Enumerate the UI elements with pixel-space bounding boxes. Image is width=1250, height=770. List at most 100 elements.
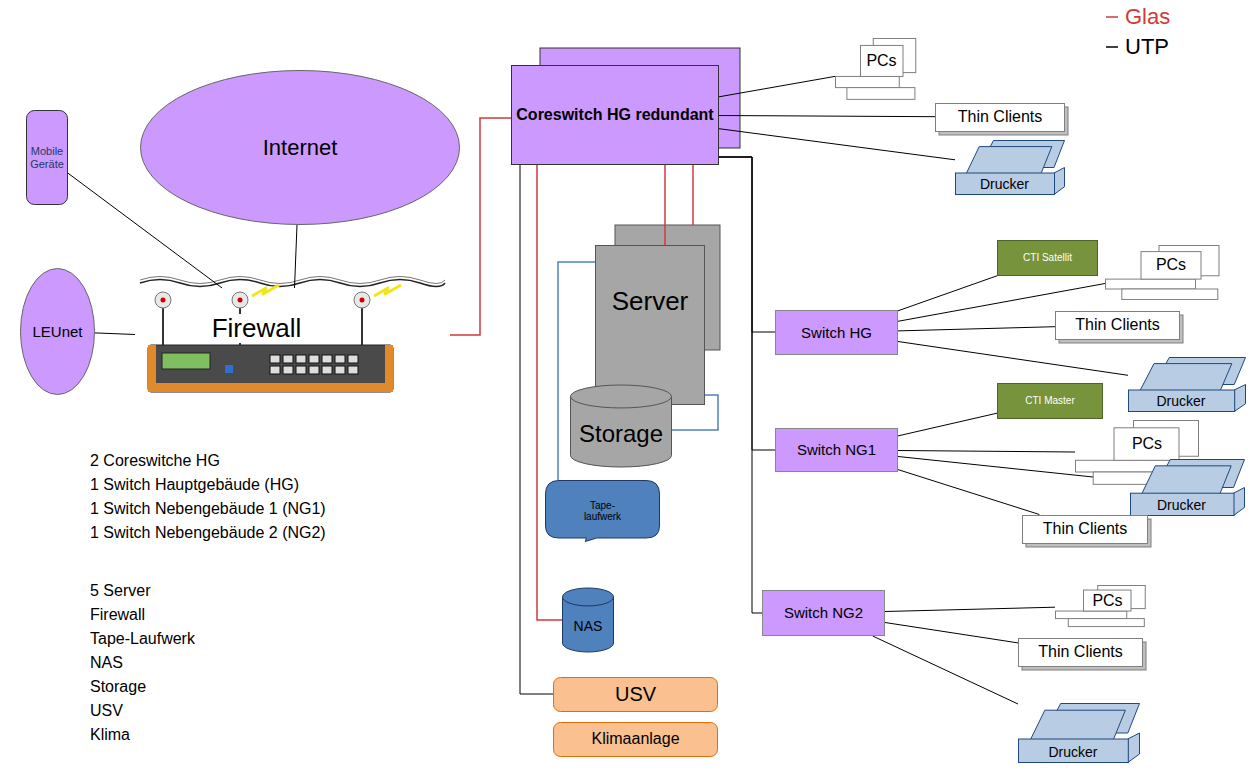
- network-cable: [520, 165, 553, 694]
- router-led: [238, 298, 243, 303]
- node-text: Server: [612, 287, 689, 317]
- network-port: [322, 366, 332, 374]
- monitor-front: [861, 45, 904, 76]
- pc-base: [1068, 619, 1144, 627]
- router-led: [161, 298, 166, 303]
- router-symbol: [232, 292, 248, 308]
- firewall-button: [225, 365, 233, 373]
- pc-base: [1056, 611, 1127, 619]
- inventory-note: USV: [90, 702, 123, 720]
- node-text: Mobile Geräte: [26, 145, 68, 170]
- router-stem: [361, 308, 363, 345]
- inventory-note: Storage: [90, 678, 146, 696]
- node-text: Storage: [579, 420, 663, 448]
- legend-entry: UTP: [1105, 34, 1169, 60]
- monitor-front: [1084, 590, 1132, 611]
- router-stem: [162, 308, 164, 345]
- switch-box: Switch HG: [775, 310, 898, 355]
- node-text: Thin Clients: [1038, 643, 1122, 661]
- printer-icon: Drucker: [1018, 703, 1140, 763]
- printer-base: [1019, 739, 1129, 763]
- cloud-edge: [140, 277, 445, 284]
- node-text: NAS: [574, 618, 603, 634]
- box-outline: [596, 246, 705, 405]
- printer-base: [956, 173, 1055, 195]
- bubble-outline: [546, 481, 660, 542]
- node-text: PCs: [1156, 256, 1186, 274]
- box-outline: [1019, 639, 1143, 667]
- node-text: Firewall: [209, 314, 305, 344]
- network-cable: [898, 413, 997, 436]
- network-port: [283, 366, 293, 374]
- node-text: Drucker: [1048, 744, 1097, 760]
- cylinder-top: [571, 385, 672, 408]
- printer-side: [1054, 167, 1065, 194]
- network-port: [322, 355, 332, 363]
- node-text: Internet: [263, 135, 338, 160]
- node-text: Thin Clients: [958, 108, 1042, 126]
- network-port: [309, 355, 319, 363]
- box-outline: [936, 103, 1065, 131]
- firewall-device: Firewall: [135, 288, 450, 393]
- pc-base: [1106, 279, 1196, 289]
- printer-paper: [1142, 465, 1232, 494]
- inventory-note: Klima: [90, 726, 130, 744]
- legend-line: [1106, 46, 1118, 48]
- switch-box: Switch NG1: [775, 428, 898, 472]
- box-outline: [998, 384, 1103, 419]
- node-text: CTI Master: [1025, 395, 1074, 407]
- switch-box: Switch NG2: [762, 590, 885, 636]
- network-port: [309, 366, 319, 374]
- inventory-note: 1 Switch Hauptgebäude (HG): [90, 476, 299, 494]
- printer-icon: Drucker: [1128, 357, 1246, 412]
- thin-client-box: Thin Clients: [1018, 638, 1143, 667]
- pc-icon: PCs: [835, 38, 920, 100]
- network-cable: [898, 327, 1055, 331]
- thin-client-box: Thin Clients: [1022, 515, 1148, 544]
- network-cable: [719, 129, 955, 160]
- router-symbol: [354, 292, 370, 308]
- network-cable: [719, 116, 935, 117]
- printer-side: [1234, 487, 1245, 515]
- printer-paper: [1140, 363, 1232, 391]
- cloud-outline: [141, 71, 460, 225]
- pc-base: [847, 88, 915, 100]
- network-cable: [898, 470, 1039, 515]
- network-cable: [719, 76, 835, 96]
- printer-icon: Drucker: [955, 140, 1065, 195]
- pc-base: [836, 76, 900, 87]
- node-text: Drucker: [1156, 393, 1205, 409]
- pc-base: [1122, 289, 1218, 299]
- printer-paper: [1030, 710, 1125, 740]
- node-text: Tape- laufwerk: [573, 500, 633, 523]
- box-outline: [1023, 515, 1148, 543]
- thin-client-box: Thin Clients: [1055, 311, 1180, 340]
- network-port: [270, 355, 280, 363]
- network-cable: [885, 607, 1055, 611]
- network-cable: [898, 451, 1075, 453]
- printer-side: [1234, 384, 1245, 411]
- node-text: Coreswitch HG redundant: [516, 106, 713, 124]
- facility-box: USV: [553, 677, 718, 712]
- printer-icon: Drucker: [1130, 459, 1245, 516]
- pc-icon: PCs: [1105, 245, 1225, 300]
- printer-base: [1131, 493, 1235, 515]
- node-text: PCs: [1092, 592, 1122, 610]
- network-cable: [898, 342, 1128, 376]
- pc-icon: PCs: [1055, 585, 1150, 627]
- wireless-bolt: [374, 285, 401, 296]
- node-text: Drucker: [1157, 497, 1206, 513]
- box-outline: [998, 241, 1098, 276]
- node-text: CTI Satellit: [1023, 252, 1072, 264]
- legend-text: UTP: [1125, 34, 1169, 59]
- switch-box: CTI Master: [997, 383, 1103, 419]
- printer-side: [1128, 733, 1140, 763]
- network-port: [335, 355, 345, 363]
- network-port: [348, 355, 358, 363]
- inventory-note: NAS: [90, 654, 123, 672]
- inventory-note: Firewall: [90, 606, 145, 624]
- router-symbol: [155, 292, 171, 308]
- firewall-body: [148, 345, 393, 392]
- printer-paper: [966, 146, 1052, 174]
- inventory-note: Tape-Laufwerk: [90, 630, 195, 648]
